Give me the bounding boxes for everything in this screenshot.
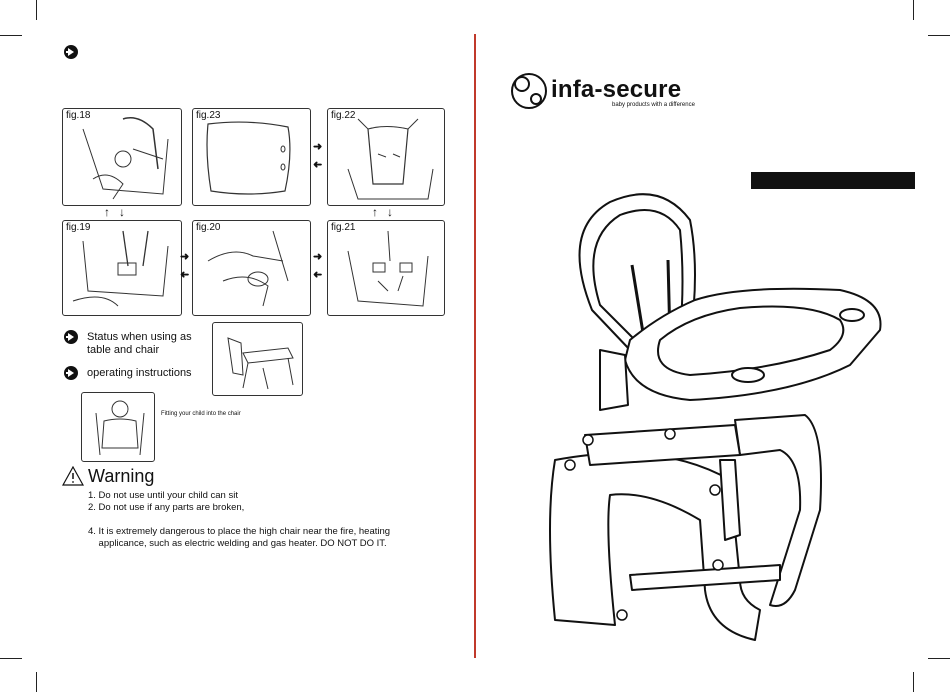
figure-label: fig.23 xyxy=(196,110,221,121)
warning-item: 1. Do not use until your child can sit xyxy=(88,490,238,501)
crop-mark xyxy=(913,0,914,20)
status-line: table and chair xyxy=(87,344,160,356)
crop-mark xyxy=(928,35,950,36)
fitting-caption: Fitting your child into the chair xyxy=(161,411,241,417)
operating-instructions: operating instructions xyxy=(87,367,192,379)
warning-item: 2. Do not use if any parts are broken, xyxy=(88,502,245,513)
figure-label: fig.20 xyxy=(196,222,221,233)
black-title-bar xyxy=(751,172,915,189)
warning-item: applicance, such as electric welding and… xyxy=(88,538,387,549)
arrow-right-icon: ➜ xyxy=(313,141,323,153)
buckle-illustration xyxy=(72,230,169,307)
arrow-up-icon: ↑ xyxy=(372,205,378,219)
figure-20: fig.20 xyxy=(192,220,311,316)
crop-mark xyxy=(928,658,950,659)
warning-item: 4. It is extremely dangerous to place th… xyxy=(88,526,391,537)
crop-mark xyxy=(0,658,22,659)
arrow-left-icon: ➜ xyxy=(313,269,323,281)
arrow-right-icon xyxy=(64,330,78,344)
crop-mark xyxy=(913,672,914,692)
arrow-left-icon: ➜ xyxy=(313,159,323,171)
table-chair-illustration xyxy=(227,337,294,390)
seat-back-illustration xyxy=(347,118,434,200)
figure-18: fig.18 xyxy=(62,108,182,206)
crop-mark xyxy=(36,672,37,692)
seat-pad-illustration xyxy=(206,121,291,195)
page-fold-line xyxy=(474,34,476,658)
arrow-right-icon: ➜ xyxy=(313,251,323,263)
warning-list: 1. Do not use until your child can sit 2… xyxy=(88,490,390,550)
figure-label: fig.22 xyxy=(331,110,356,121)
fitting-child-thumbnail xyxy=(81,392,155,462)
figure-label: fig.18 xyxy=(66,110,91,121)
arrow-right-icon xyxy=(64,45,78,59)
brand-logo-icon xyxy=(511,73,547,109)
seat-harness-illustration xyxy=(82,117,169,200)
status-line: Status when using as xyxy=(87,331,192,343)
arrow-left-icon: ➜ xyxy=(180,269,190,281)
figure-21: fig.21 xyxy=(327,220,445,316)
warning-triangle-icon xyxy=(62,466,84,486)
figure-19: fig.19 xyxy=(62,220,182,316)
brand-tagline: baby products with a difference xyxy=(612,102,695,108)
arrow-down-icon: ↓ xyxy=(387,205,393,219)
figure-label: fig.19 xyxy=(66,222,91,233)
table-and-chair-thumbnail xyxy=(212,322,303,396)
crop-mark xyxy=(0,35,22,36)
arrow-down-icon: ↓ xyxy=(119,205,125,219)
child-in-chair-illustration xyxy=(95,400,145,456)
crop-mark xyxy=(36,0,37,20)
figure-22: fig.22 xyxy=(327,108,445,206)
brand-name: infa-secure xyxy=(551,76,682,103)
arrow-right-icon xyxy=(64,366,78,380)
status-text: Status when using as table and chair xyxy=(87,331,192,357)
warning-title: Warning xyxy=(88,466,155,486)
figure-23: fig.23 xyxy=(192,108,311,206)
strap-buckles-illustration xyxy=(347,230,429,307)
arrow-up-icon: ↑ xyxy=(104,205,110,219)
figure-label: fig.21 xyxy=(331,222,356,233)
arrow-right-icon: ➜ xyxy=(180,251,190,263)
high-chair-illustration xyxy=(549,193,882,641)
hand-removing-pad-illustration xyxy=(207,230,289,307)
